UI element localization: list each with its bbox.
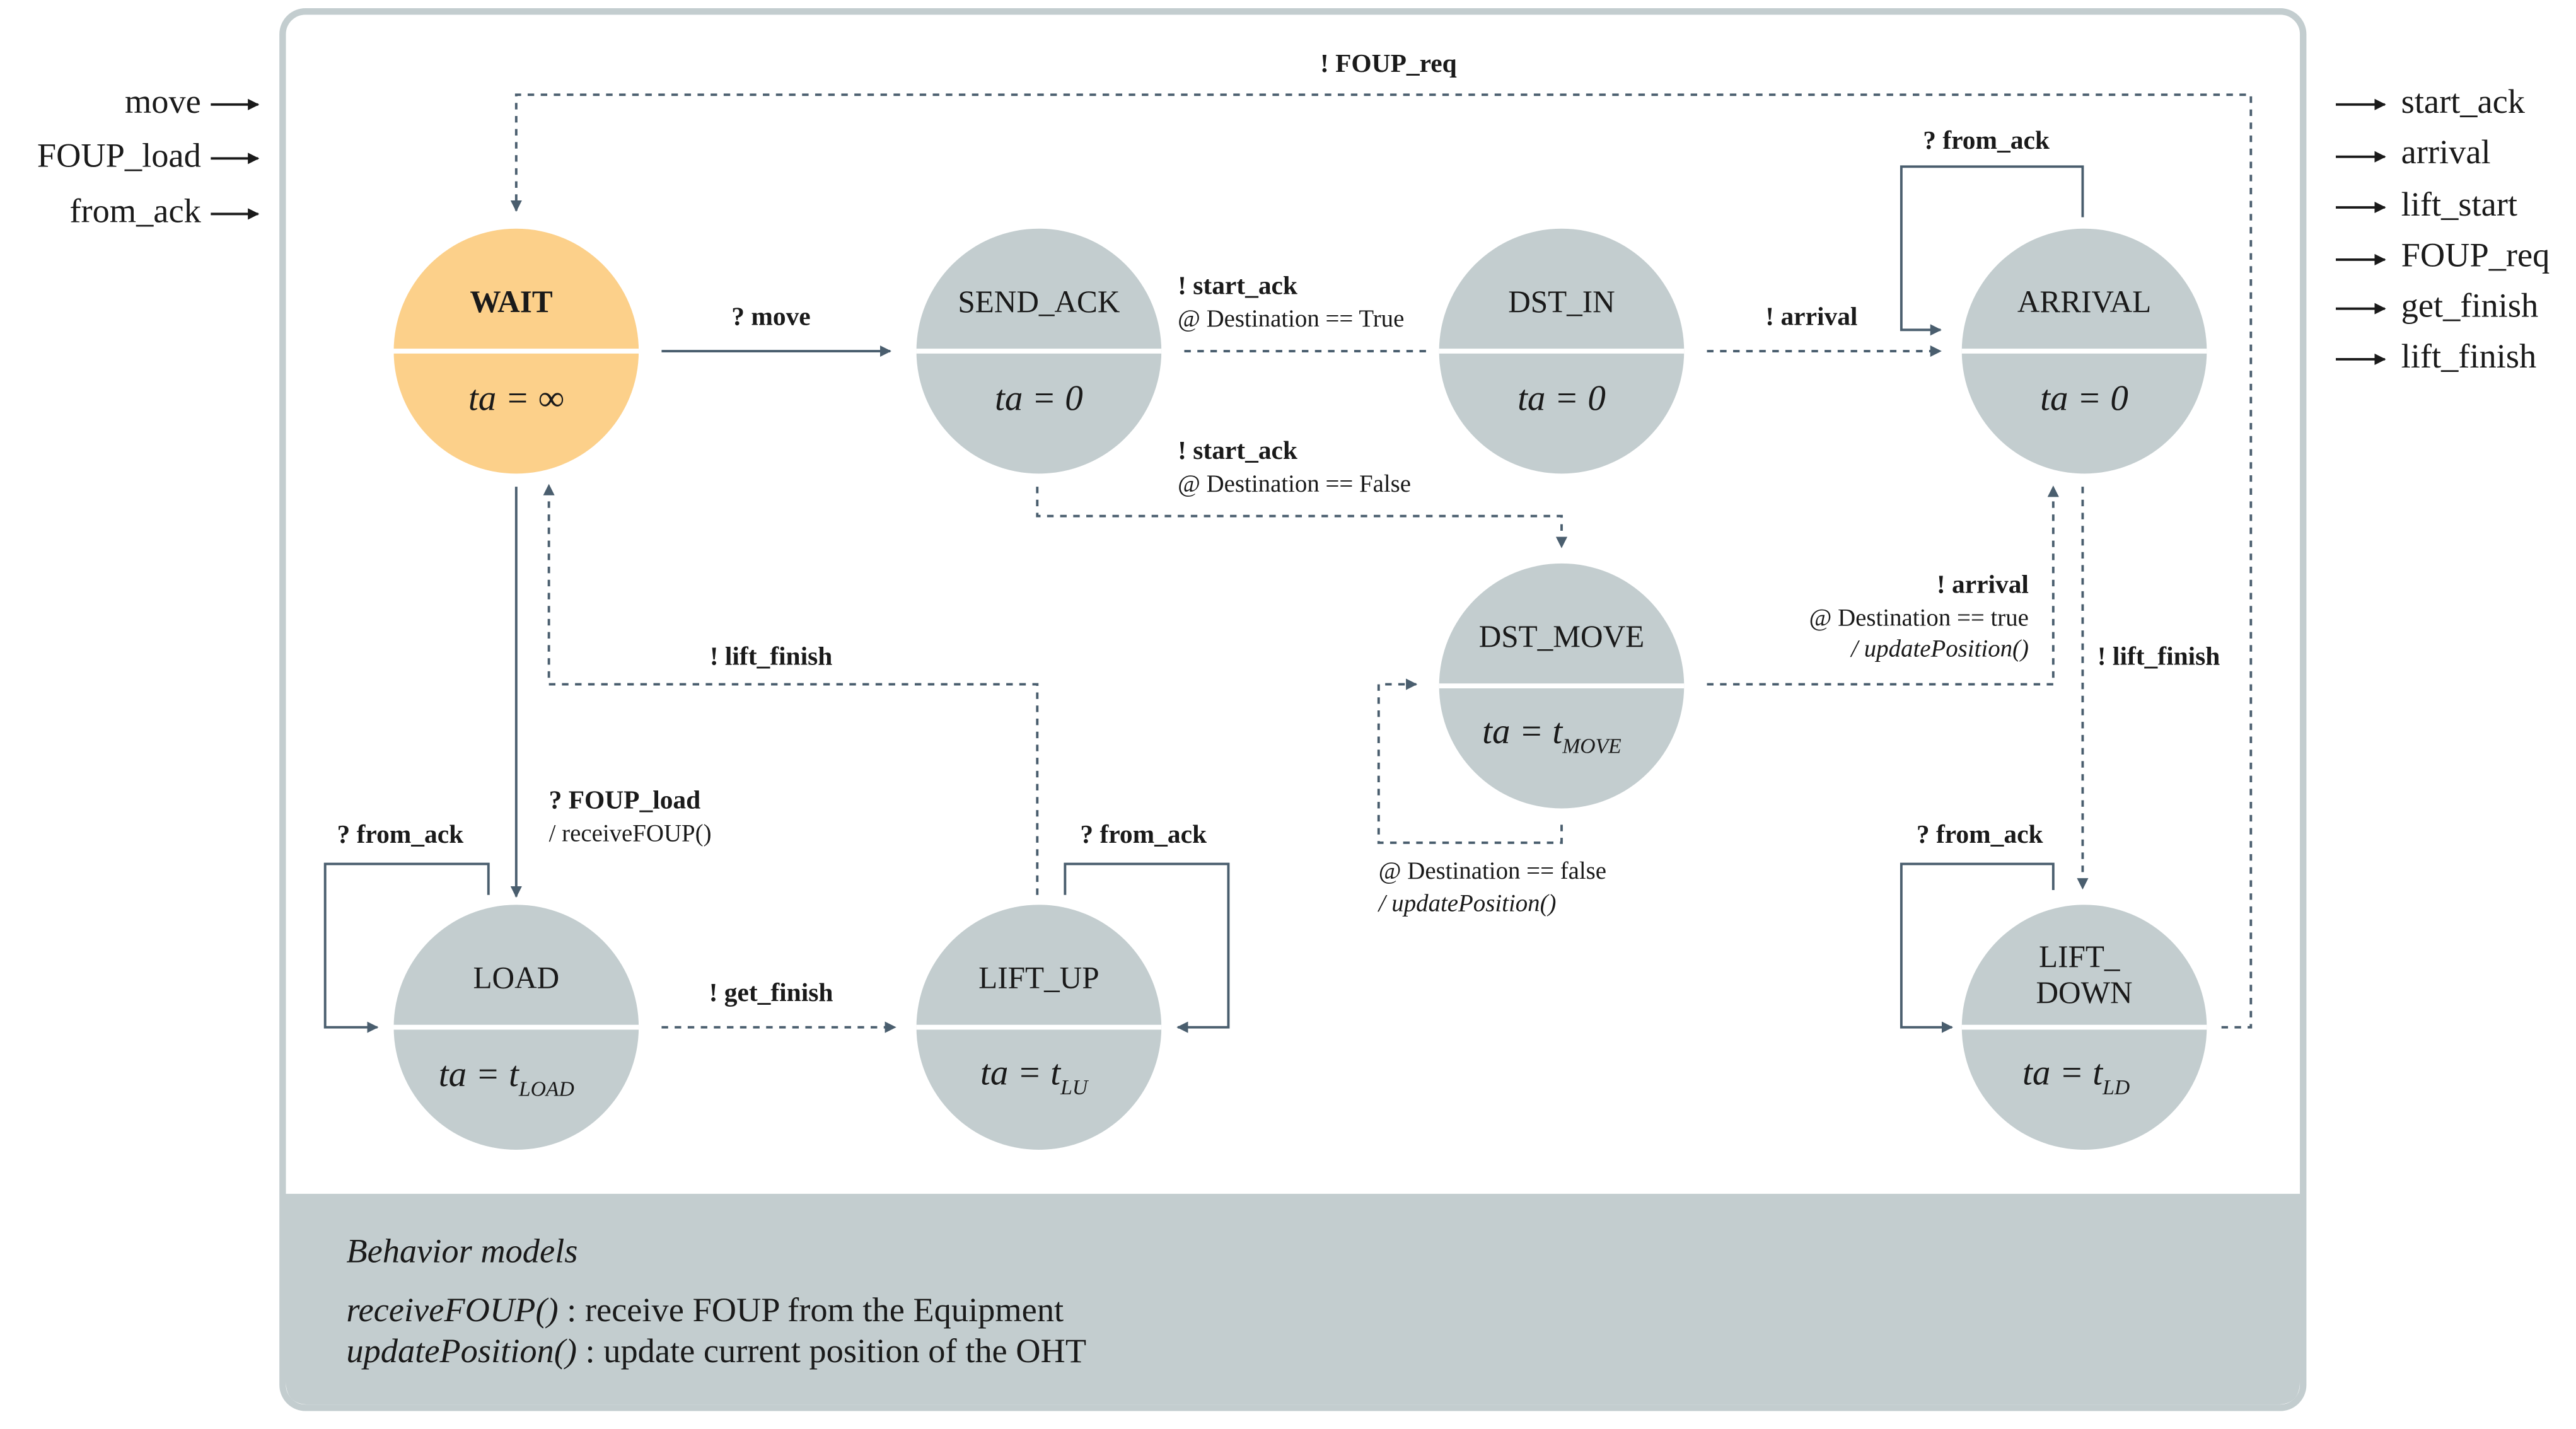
- label-from-ack-liftdown: ? from_ack: [1917, 819, 2043, 848]
- label-update-pos-1: / updatePosition(): [1850, 635, 2029, 662]
- edge-lift-up-to-wait: [543, 483, 1039, 895]
- input-foup-load: FOUP_load: [37, 136, 201, 174]
- state-dst-in: DST_IN ta = 0: [1439, 228, 1685, 474]
- state-lift-down-ta: ta = tLD: [2022, 1053, 2130, 1099]
- state-wait-name: WAIT: [470, 284, 552, 319]
- edge-dst-move-to-arrival: [1707, 485, 2059, 686]
- state-lift-down-name-2: DOWN: [2036, 975, 2132, 1010]
- model-frame: [279, 8, 2307, 1411]
- label-cond-dest-false: @ Destination == false: [1379, 857, 1606, 884]
- transitions: [323, 93, 2253, 1033]
- edge-lift-down-self-loop: [1900, 862, 2055, 1033]
- footer-panel: [286, 1193, 2300, 1405]
- input-arrows: [211, 98, 260, 220]
- label-cond-dest-true: @ Destination == true: [1809, 604, 2029, 631]
- receive-foup-desc: : receive FOUP from the Equipment: [559, 1291, 1064, 1329]
- label-arrival-move: ! arrival: [1937, 569, 2029, 598]
- output-lift-start: lift_start: [2401, 185, 2517, 223]
- edge-lift-up-self-loop: [1064, 862, 1230, 1033]
- label-lift-finish-arrival: ! lift_finish: [2097, 641, 2220, 670]
- state-dst-move: DST_MOVE ta = tMOVE: [1439, 563, 1685, 809]
- state-dst-in-name: DST_IN: [1508, 284, 1615, 319]
- edge-send-ack-to-dst-move: [1036, 487, 1568, 548]
- state-wait-ta: ta = ∞: [468, 378, 564, 418]
- edge-lift-down-to-wait: [510, 93, 2253, 1029]
- output-foup-req: FOUP_req: [2401, 236, 2550, 274]
- edge-load-self-loop: [323, 862, 490, 1033]
- output-lift-finish: lift_finish: [2401, 337, 2537, 375]
- label-lift-finish-wait: ! lift_finish: [710, 641, 833, 670]
- output-arrows: [2336, 98, 2386, 366]
- label-arrival-out: ! arrival: [1765, 302, 1857, 331]
- state-load-name: LOAD: [473, 960, 559, 995]
- update-position-func: updatePosition(): [346, 1332, 577, 1370]
- label-from-ack-load: ? from_ack: [337, 819, 464, 848]
- label-from-ack-liftup: ? from_ack: [1080, 819, 1207, 848]
- state-arrival-ta: ta = 0: [2040, 378, 2128, 418]
- state-send-ack-ta: ta = 0: [995, 378, 1083, 418]
- footer-title: Behavior models: [346, 1232, 577, 1270]
- state-wait: WAIT ta = ∞: [393, 228, 639, 474]
- input-ports: move FOUP_load from_ack: [37, 83, 202, 230]
- footer-line-update: updatePosition() : update current positi…: [346, 1332, 1086, 1370]
- transition-labels: ! FOUP_req ? move ! start_ack @ Destinat…: [337, 49, 2220, 1007]
- state-lift-up-ta: ta = tLU: [980, 1053, 1089, 1099]
- label-receive-foup: / receiveFOUP(): [549, 819, 712, 847]
- output-arrival: arrival: [2401, 133, 2491, 171]
- state-lift-down-name-1: LIFT_: [2039, 939, 2120, 974]
- state-arrival: ARRIVAL ta = 0: [1961, 228, 2207, 474]
- label-move: ? move: [731, 302, 810, 331]
- update-position-desc: : update current position of the OHT: [577, 1332, 1086, 1370]
- state-lift-up: LIFT_UP ta = tLU: [916, 905, 1162, 1150]
- label-foup-req: ! FOUP_req: [1320, 49, 1457, 78]
- state-arrival-name: ARRIVAL: [2017, 284, 2151, 319]
- state-dst-in-ta: ta = 0: [1517, 378, 1606, 418]
- label-foup-load: ? FOUP_load: [549, 785, 701, 814]
- state-lift-down: LIFT_ DOWN ta = tLD: [1961, 905, 2207, 1150]
- label-start-ack-false: ! start_ack: [1178, 436, 1297, 465]
- label-cond-true: @ Destination == True: [1178, 305, 1404, 332]
- label-update-pos-2: / updatePosition(): [1378, 890, 1557, 917]
- state-send-ack: SEND_ACK ta = 0: [916, 228, 1162, 474]
- state-load-ta: ta = tLOAD: [439, 1055, 574, 1101]
- state-dst-move-name: DST_MOVE: [1479, 619, 1645, 654]
- output-start-ack: start_ack: [2401, 83, 2526, 120]
- output-ports: start_ack arrival lift_start FOUP_req ge…: [2401, 83, 2550, 375]
- label-start-ack-true: ! start_ack: [1178, 270, 1297, 299]
- state-dst-move-ta: ta = tMOVE: [1482, 712, 1622, 758]
- edge-arrival-self-loop: [1900, 165, 2084, 336]
- receive-foup-func: receiveFOUP(): [346, 1291, 558, 1329]
- label-from-ack-arrival: ? from_ack: [1923, 125, 2050, 154]
- input-from-ack: from_ack: [69, 192, 201, 229]
- output-get-finish: get_finish: [2401, 287, 2539, 325]
- input-move: move: [125, 83, 201, 120]
- state-lift-up-name: LIFT_UP: [978, 960, 1099, 995]
- label-cond-false: @ Destination == False: [1178, 470, 1411, 497]
- edge-dst-move-self-loop: [1377, 678, 1563, 844]
- label-get-finish: ! get_finish: [709, 978, 833, 1007]
- state-send-ack-name: SEND_ACK: [958, 284, 1120, 319]
- footer-line-receive: receiveFOUP() : receive FOUP from the Eq…: [346, 1291, 1064, 1329]
- state-load: LOAD ta = tLOAD: [393, 905, 639, 1150]
